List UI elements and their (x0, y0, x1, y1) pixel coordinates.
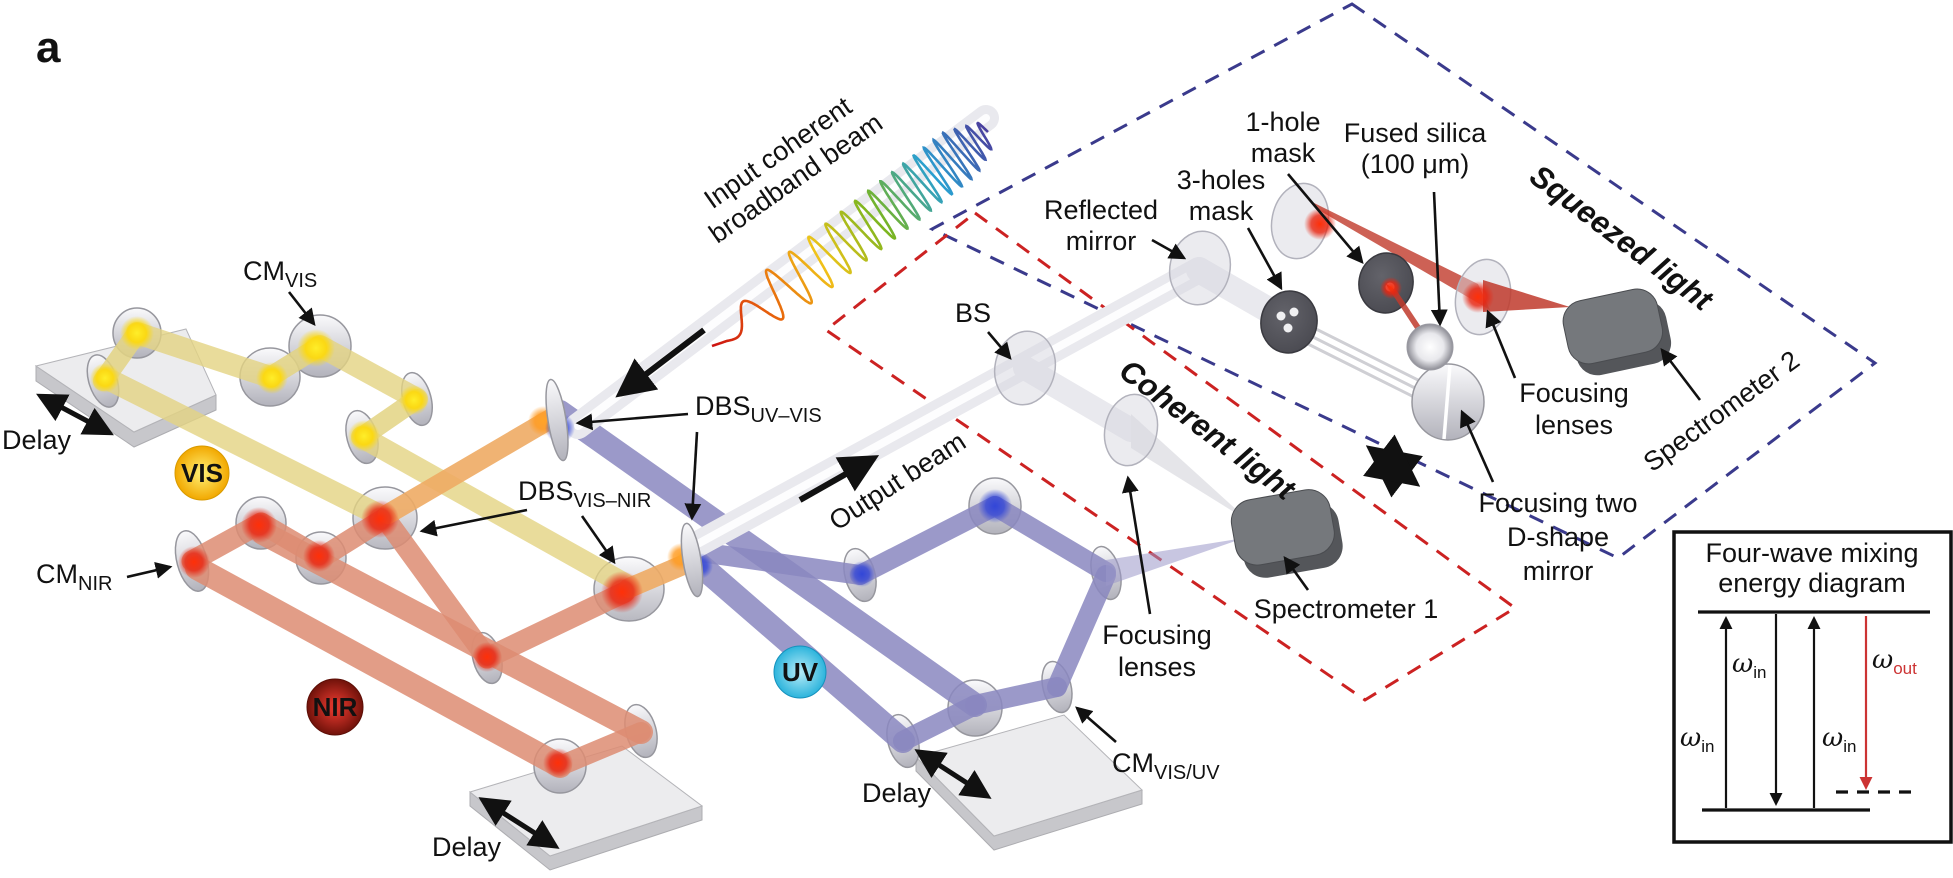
dbs-uv-vis-plate-1 (545, 378, 569, 462)
spectrometer-1-box (1230, 489, 1343, 578)
label-omega-out: ωout (1872, 645, 1917, 678)
label-d-shape-2: D-shape (1507, 522, 1609, 552)
label-delay-vis: Delay (2, 425, 72, 455)
label-omega-in-3: ωin (1822, 723, 1856, 756)
squeezed-light-dashed-box (928, 2, 1878, 560)
uv-delay-stage (915, 714, 1143, 851)
label-d-shape-3: mirror (1523, 556, 1593, 586)
label-cm-vis: CMVIS (243, 256, 317, 292)
label-one-hole-mask-1: 1-hole (1245, 107, 1320, 137)
broadband-pulse-wave (711, 121, 993, 348)
label-cm-nir: CMNIR (36, 559, 112, 595)
label-focusing-lenses-coherent-2: lenses (1118, 652, 1196, 682)
label-spectrometer-1: Spectrometer 1 (1254, 594, 1439, 624)
label-spectrometer-2: Spectrometer 2 (1638, 345, 1805, 478)
label-reflected-mirror-2: mirror (1066, 226, 1136, 256)
nir-badge-label: NIR (313, 692, 358, 722)
vis-badge-label: VIS (181, 458, 223, 488)
label-d-shape-1: Focusing two (1478, 488, 1637, 518)
label-fused-silica-1: Fused silica (1344, 118, 1488, 148)
label-omega-in-1: ωin (1680, 723, 1714, 756)
delay-double-arrows (36, 393, 1423, 849)
coherent-chain-optics (993, 230, 1485, 467)
squeezed-chain-optics (1270, 182, 1570, 371)
label-omega-in-2: ωin (1732, 649, 1766, 682)
four-wave-mixing-inset: Four-wave mixing energy diagram ωin ωin … (1672, 530, 1953, 844)
focusing-lens-coherent (1103, 393, 1159, 467)
label-three-holes-mask-2: mask (1189, 196, 1254, 226)
label-three-holes-mask-1: 3-holes (1177, 165, 1266, 195)
inset-title-1: Four-wave mixing (1705, 538, 1918, 568)
vis-badge: VIS (174, 445, 230, 501)
beam-direction-arrows (615, 327, 880, 503)
label-focusing-lenses-coherent-1: Focusing (1102, 620, 1212, 650)
dichroic-plates (545, 378, 704, 598)
beam-glows (90, 316, 1012, 778)
panel-label: a (36, 23, 61, 72)
uv-badge-label: UV (782, 657, 819, 687)
label-reflected-mirror-1: Reflected (1044, 195, 1158, 225)
label-dbs-vis-nir: DBSVIS–NIR (518, 476, 651, 512)
coherent-light-dashed-box (823, 211, 1518, 702)
dbs-uv-vis-plate-2 (680, 522, 704, 598)
inset-title-2: energy diagram (1718, 568, 1906, 598)
nir-beams (181, 507, 653, 778)
spectrometer-2-box (1562, 288, 1672, 376)
label-delay-uv: Delay (862, 778, 932, 808)
uv-badge: UV (773, 645, 827, 699)
label-cm-vis-uv: CMVIS/UV (1112, 748, 1220, 784)
nir-badge: NIR (306, 678, 364, 736)
label-delay-nir: Delay (432, 832, 502, 862)
label-bs: BS (955, 298, 991, 328)
fused-silica-ball (1406, 323, 1454, 371)
label-one-hole-mask-2: mask (1251, 138, 1316, 168)
leader-arrows (126, 173, 1702, 743)
label-fused-silica-2: (100 μm) (1361, 149, 1470, 179)
three-holes-mask-optic (1260, 290, 1318, 354)
label-focusing-lenses-squeezed-1: Focusing (1519, 378, 1629, 408)
label-dbs-uv-vis: DBSUV–VIS (695, 391, 822, 427)
label-focusing-lenses-squeezed-2: lenses (1535, 410, 1613, 440)
svg-text:Spectrometer 2: Spectrometer 2 (1638, 345, 1805, 478)
